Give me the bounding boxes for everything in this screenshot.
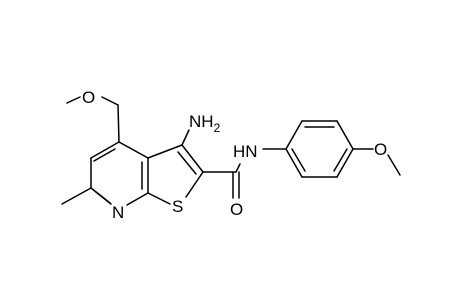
bond-ome-methyl [66, 96, 81, 104]
methoxymethyl-group [66, 96, 120, 143]
bond-ar-4 [336, 148, 354, 178]
bond-c6-n7-inner [95, 191, 111, 204]
bond-c3a-c4 [118, 141, 149, 159]
bond-c4-c5-inner [93, 148, 116, 162]
atom-o-aryl-methoxy: O [374, 140, 387, 159]
bond-c3a-c3 [147, 144, 183, 159]
bond-o-methyl [387, 154, 401, 176]
carboxamide-group [202, 148, 287, 199]
bond-ch2-c4 [117, 104, 120, 143]
atom-n-amino-subscript: 2 [214, 121, 221, 135]
bond-carbonyl-nh [235, 163, 241, 173]
atom-o-carbonyl: O [230, 200, 243, 219]
atom-nh2-label: NH2 [189, 112, 221, 135]
bond-s-c7a [147, 192, 171, 205]
bond-ar-3 [336, 120, 354, 150]
bond-c6-methyl [61, 187, 92, 205]
bond-c3-nh2 [181, 129, 190, 146]
bond-ar-6-inner [291, 148, 306, 172]
bond-ar-6 [285, 148, 303, 178]
thiophene-ring [147, 144, 204, 205]
bond-o-ch2 [101, 96, 119, 106]
benzene-ring [285, 120, 354, 178]
bond-n7-c7a [126, 192, 149, 206]
atom-nh-amide: HN [233, 142, 258, 161]
bond-ar-1 [285, 120, 303, 150]
bond-ar-4-inner [333, 148, 348, 172]
atom-o-methoxymethyl: O [82, 88, 95, 107]
bond-c3-c2-inner [177, 151, 197, 175]
bond-c2-s [185, 171, 204, 198]
bond-c4-c5 [90, 141, 120, 159]
bond-c3-c2 [181, 144, 204, 173]
atom-n-pyridine: N [112, 203, 124, 222]
atom-n-amino: NH [189, 112, 214, 131]
pyridine-ring [90, 141, 149, 206]
atom-s-thiophene: S [172, 197, 183, 216]
